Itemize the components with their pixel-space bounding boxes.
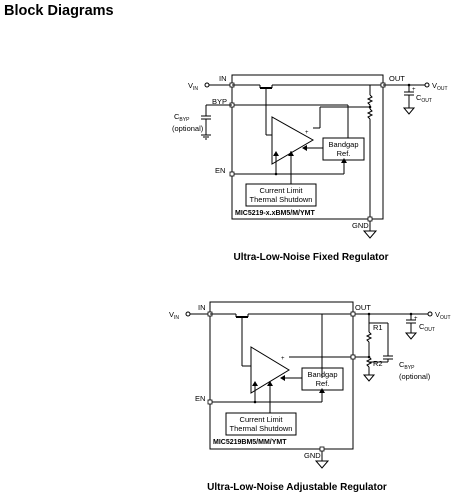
fixed-gnd-icon <box>362 230 378 239</box>
adj-caption: Ultra-Low-Noise Adjustable Regulator <box>207 482 387 493</box>
adj-cout-ground-icon <box>404 332 418 340</box>
fixed-vin-terminal <box>204 82 210 88</box>
svg-text:+: + <box>281 356 285 362</box>
fixed-error-amplifier <box>271 116 315 165</box>
adj-ic-outline <box>209 301 354 450</box>
adj-r1-resistor <box>365 331 373 343</box>
adj-current-limit-label: Current Limit <box>240 415 284 424</box>
adj-thermal-shutdown-label: Thermal Shutdown <box>230 424 293 433</box>
adj-pin-in: IN <box>198 303 206 312</box>
fixed-internal-resistor-bottom <box>366 108 374 120</box>
fixed-current-limit-label: Current Limit <box>260 186 304 195</box>
adj-cbyp-optional: (optional) <box>399 372 431 381</box>
fixed-pin-byp: BYP <box>212 97 227 106</box>
adj-bandgap-label: Bandgap <box>307 370 337 379</box>
fixed-caption: Ultra-Low-Noise Fixed Regulator <box>233 252 388 263</box>
fixed-internal-resistor-top <box>366 94 374 106</box>
adj-vout-label: VOUT <box>435 310 451 321</box>
adj-vout-terminal <box>427 311 433 317</box>
adj-vin-label: VIN <box>169 310 179 321</box>
fixed-part-number: MIC5219-x.xBM5/M/YMT <box>235 210 315 217</box>
fixed-cbyp-optional: (optional) <box>172 124 204 133</box>
fixed-current-limit-box <box>245 183 317 207</box>
fixed-thermal-shutdown-label: Thermal Shutdown <box>250 195 313 204</box>
adj-pin-en: EN <box>195 394 205 403</box>
fixed-pin-gnd: GND <box>352 221 369 230</box>
fixed-pin-in: IN <box>219 74 227 83</box>
adj-gnd-icon <box>314 460 330 469</box>
fixed-cout-ground-icon <box>402 107 416 115</box>
svg-text:+: + <box>414 316 418 322</box>
adj-pin-out: OUT <box>355 303 371 312</box>
page-title: Block Diagrams <box>4 3 114 19</box>
fixed-regulator-diagram: VIN IN OUT VOUT + COUT <box>172 74 448 263</box>
fixed-pin-en: EN <box>215 166 225 175</box>
adj-r2-label: R2 <box>373 359 383 368</box>
fixed-vout-terminal <box>424 82 430 88</box>
svg-text:+: + <box>305 130 309 136</box>
adj-bandgap-ref-label: Ref. <box>316 379 330 388</box>
adj-cbyp-label: CBYP <box>399 360 415 371</box>
fixed-cout-label: COUT <box>416 93 432 104</box>
fixed-cbyp-label: CBYP <box>174 112 190 123</box>
adj-r1-label: R1 <box>373 323 383 332</box>
fixed-bandgap-label: Bandgap <box>328 140 358 149</box>
svg-text:+: + <box>412 87 416 93</box>
fixed-pin-out: OUT <box>389 74 405 83</box>
adjustable-regulator-diagram: VIN IN OUT VOUT + COUT R1 R2 <box>169 301 451 493</box>
adj-part-number: MIC5219BM5/MM/YMT <box>213 439 287 446</box>
fixed-vin-label: VIN <box>188 81 198 92</box>
fixed-ic-outline <box>231 74 384 220</box>
fixed-bandgap-ref-label: Ref. <box>337 149 351 158</box>
fixed-vout-label: VOUT <box>432 81 448 92</box>
adj-r2-ground-icon <box>362 374 376 382</box>
adj-cout-label: COUT <box>419 322 435 333</box>
adj-pin-gnd: GND <box>304 451 321 460</box>
adj-current-limit-box <box>225 412 297 436</box>
adj-vin-terminal <box>185 311 191 317</box>
